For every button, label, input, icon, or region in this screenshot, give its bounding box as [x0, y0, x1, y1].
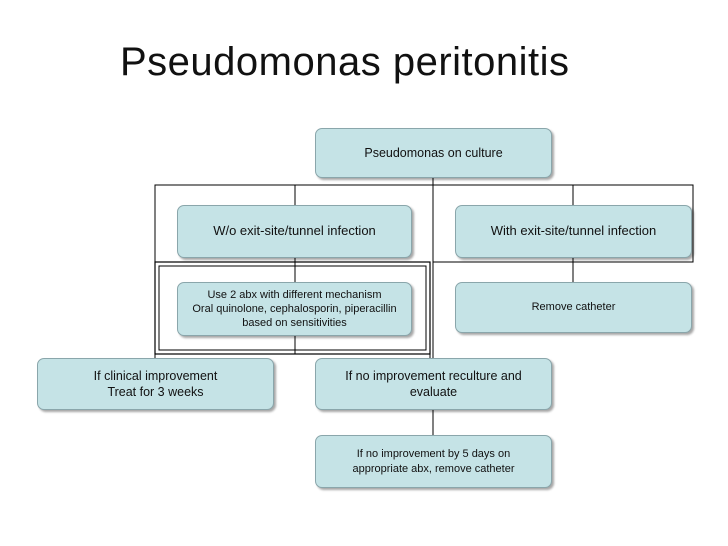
node-use-two-antibiotics: Use 2 abx with different mechanism Oral …	[177, 282, 412, 336]
node-label: Pseudomonas on culture	[364, 145, 503, 160]
node-label: With exit-site/tunnel infection	[490, 223, 657, 239]
node-label: Use 2 abx with different mechanism Oral …	[192, 288, 397, 330]
node-no-improvement-5-days: If no improvement by 5 days on appropria…	[315, 435, 552, 488]
node-label: If no improvement by 5 days on appropria…	[352, 448, 515, 475]
node-remove-catheter: Remove catheter	[455, 282, 692, 333]
node-label: Remove catheter	[531, 301, 616, 314]
node-no-improvement-reculture: If no improvement reculture and evaluate	[315, 358, 552, 410]
node-clinical-improvement: If clinical improvement Treat for 3 week…	[37, 358, 274, 410]
node-without-exit-site-infection: W/o exit-site/tunnel infection	[177, 205, 412, 258]
node-label: W/o exit-site/tunnel infection	[213, 223, 376, 239]
connector-culture-branches	[154, 184, 694, 205]
node-pseudomonas-on-culture: Pseudomonas on culture	[315, 128, 552, 178]
connector-outcomes	[154, 354, 431, 358]
slide-title: Pseudomonas peritonitis	[120, 40, 570, 84]
node-label: If clinical improvement Treat for 3 week…	[93, 368, 218, 399]
connector-abx-frame	[154, 261, 431, 355]
node-label: If no improvement reculture and evaluate	[345, 368, 522, 399]
connector-right-bracket	[433, 205, 694, 263]
node-with-exit-site-infection: With exit-site/tunnel infection	[455, 205, 692, 258]
